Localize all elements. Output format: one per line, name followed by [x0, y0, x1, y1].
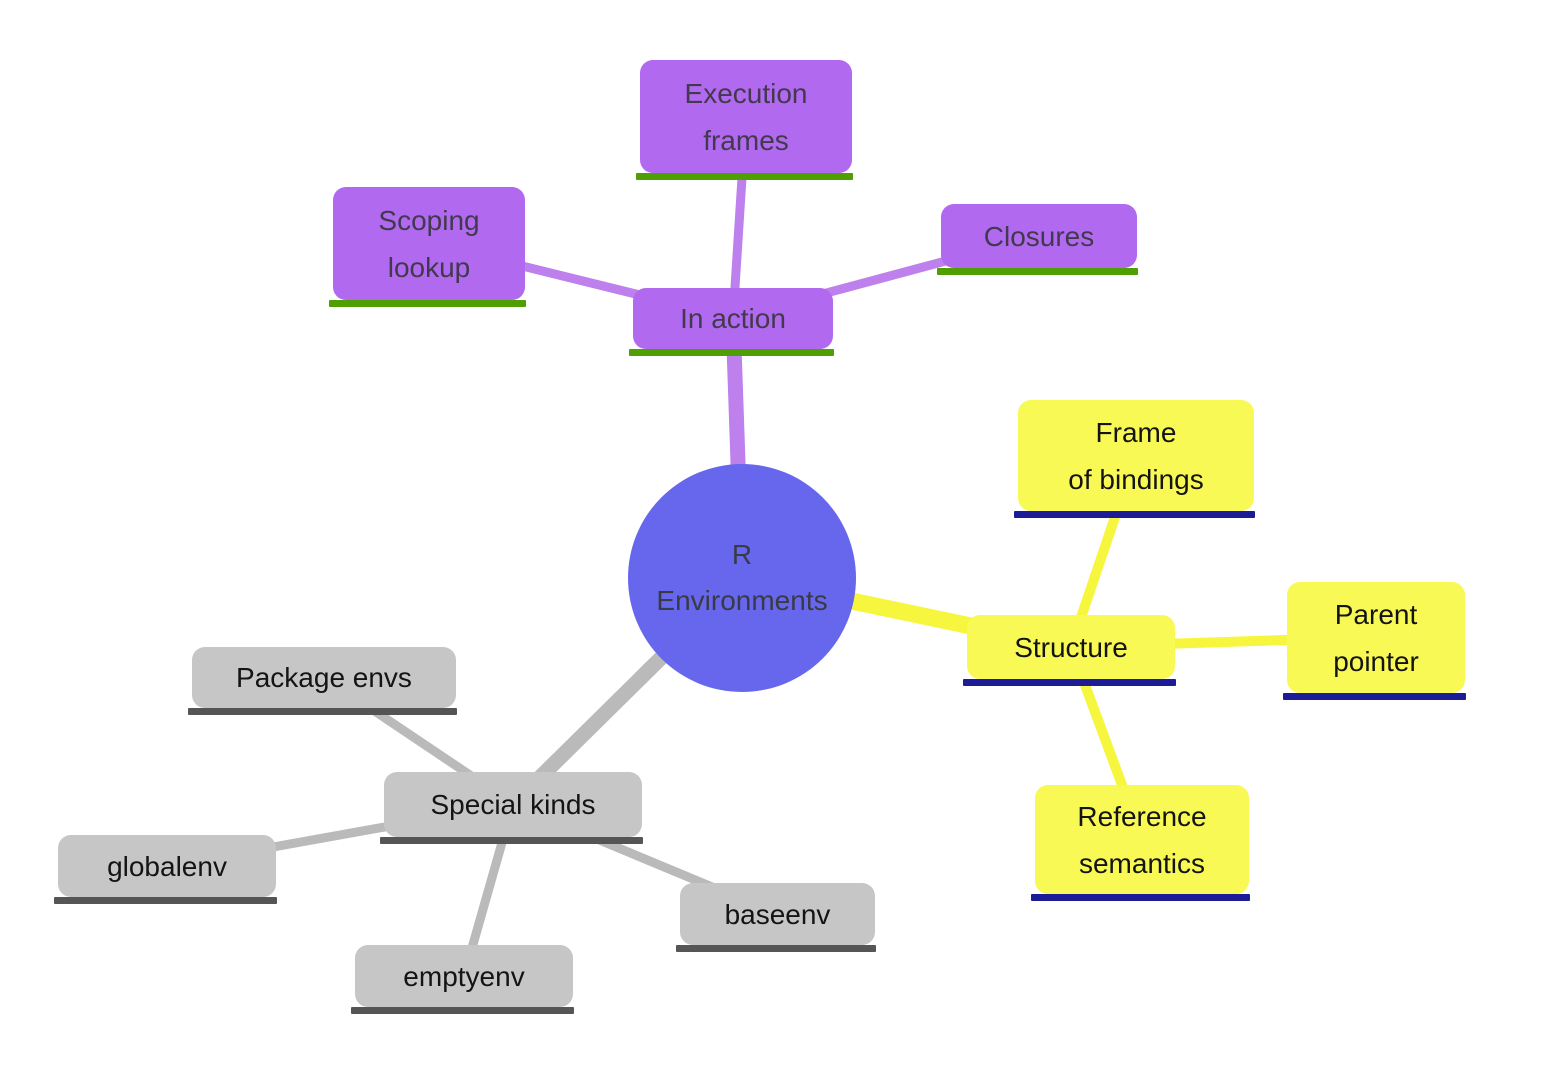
node-emptyenv[interactable]: emptyenv	[351, 945, 574, 1014]
node-label: emptyenv	[403, 960, 525, 992]
node-reference-semantics[interactable]: Reference semantics	[1031, 785, 1250, 901]
node-underline	[676, 945, 876, 952]
node-root-r-environments[interactable]: R Environments	[628, 464, 856, 692]
node-scoping-lookup[interactable]: Scoping lookup	[329, 187, 526, 307]
node-underline	[937, 268, 1138, 275]
node-underline	[329, 300, 526, 307]
root-label-line2: Environments	[656, 585, 828, 616]
node-frame-of-bindings[interactable]: Frame of bindings	[1014, 400, 1255, 518]
node-underline	[629, 349, 834, 356]
node-label: Frame	[1095, 416, 1177, 448]
node-label: baseenv	[724, 898, 831, 930]
node-underline	[963, 679, 1176, 686]
node-label: Scoping	[378, 204, 480, 236]
node-label: frames	[703, 124, 789, 156]
node-in-action[interactable]: In action	[629, 288, 834, 356]
node-label: Special kinds	[430, 789, 596, 820]
node-label: of bindings	[1068, 463, 1204, 495]
node-label: globalenv	[107, 850, 227, 882]
node-globalenv[interactable]: globalenv	[54, 835, 277, 904]
node-label: Execution	[684, 77, 808, 109]
node-label: In action	[680, 303, 786, 334]
node-parent-pointer[interactable]: Parent pointer	[1283, 582, 1466, 700]
node-label: Package envs	[236, 662, 412, 693]
node-label: Structure	[1014, 631, 1128, 663]
node-label: Parent	[1334, 598, 1418, 630]
node-underline	[1283, 693, 1466, 700]
node-closures[interactable]: Closures	[937, 204, 1138, 275]
node-underline	[380, 837, 643, 844]
node-baseenv[interactable]: baseenv	[676, 883, 876, 952]
node-package-envs[interactable]: Package envs	[188, 647, 457, 715]
node-label: lookup	[387, 251, 471, 283]
node-execution-frames[interactable]: Execution frames	[636, 60, 853, 180]
node-label: pointer	[1333, 645, 1419, 677]
node-label: semantics	[1078, 847, 1206, 879]
root-label-line1: R	[731, 539, 753, 570]
node-underline	[1014, 511, 1255, 518]
node-label: Reference	[1077, 800, 1207, 832]
node-underline	[54, 897, 277, 904]
node-structure[interactable]: Structure	[963, 615, 1176, 686]
node-underline	[188, 708, 457, 715]
node-label: Closures	[983, 220, 1095, 252]
node-special-kinds[interactable]: Special kinds	[380, 772, 643, 844]
node-underline	[1031, 894, 1250, 901]
node-underline	[351, 1007, 574, 1014]
node-underline	[636, 173, 853, 180]
